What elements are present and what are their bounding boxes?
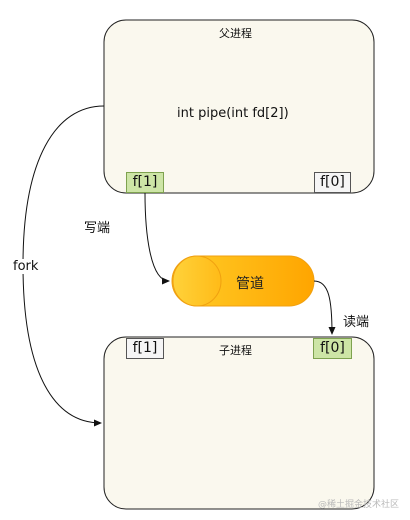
child-read-port: f[0] [313, 338, 352, 359]
child-process-box [103, 336, 375, 510]
parent-process-title: 父进程 [219, 27, 252, 40]
child-process-title: 子进程 [219, 344, 252, 357]
fork-label: fork [12, 259, 40, 274]
write-end-label: 写端 [84, 221, 111, 236]
parent-write-port: f[1] [126, 172, 164, 193]
parent-read-port: f[0] [314, 172, 351, 193]
watermark: @稀土掘金技术社区 [318, 500, 400, 510]
pipe-function-call: int pipe(int fd[2]) [177, 106, 289, 121]
read-end-arrow [313, 280, 336, 335]
pipe-cap [172, 255, 222, 307]
child-write-port: f[1] [126, 338, 164, 359]
write-end-arrow [144, 192, 170, 285]
read-end-label: 读端 [343, 315, 370, 330]
pipe-label: 管道 [236, 276, 264, 292]
